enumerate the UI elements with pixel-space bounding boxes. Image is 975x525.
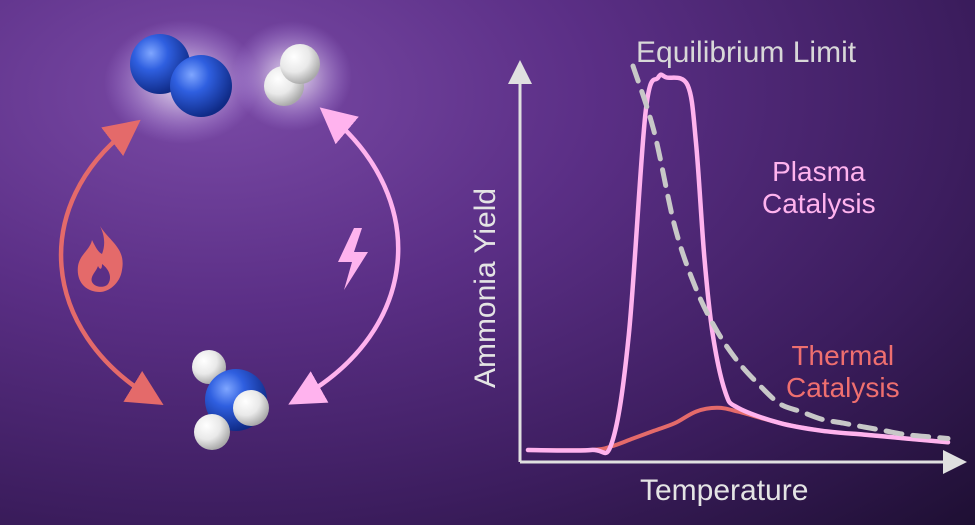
yield-chart <box>508 60 967 474</box>
plasma-label-line-2: Catalysis <box>762 188 876 220</box>
thermal-label-line-2: Catalysis <box>786 372 900 404</box>
equilibrium-limit-label: Equilibrium Limit <box>636 36 857 69</box>
flame-icon <box>77 226 123 292</box>
nitrogen-molecule-icon <box>130 34 232 117</box>
plasma-catalysis-label: Plasma Catalysis <box>762 156 876 220</box>
plasma-route-arrow <box>288 107 401 405</box>
thermal-label-line-1: Thermal <box>791 340 895 371</box>
reaction-cycle <box>58 20 401 450</box>
y-axis-label: Ammonia Yield <box>468 187 502 389</box>
thermal-route-arrow <box>58 119 164 406</box>
ammonia-molecule-icon <box>192 350 269 450</box>
x-axis-label: Temperature <box>640 474 809 507</box>
series-line-plasma-catalysis <box>525 72 951 456</box>
series-line-equilibrium-limit <box>630 63 951 441</box>
lightning-bolt-icon <box>338 228 368 290</box>
hydrogen-molecule-icon <box>264 44 320 106</box>
plasma-label-line-1: Plasma <box>772 156 866 187</box>
thermal-catalysis-label: Thermal Catalysis <box>786 340 900 404</box>
